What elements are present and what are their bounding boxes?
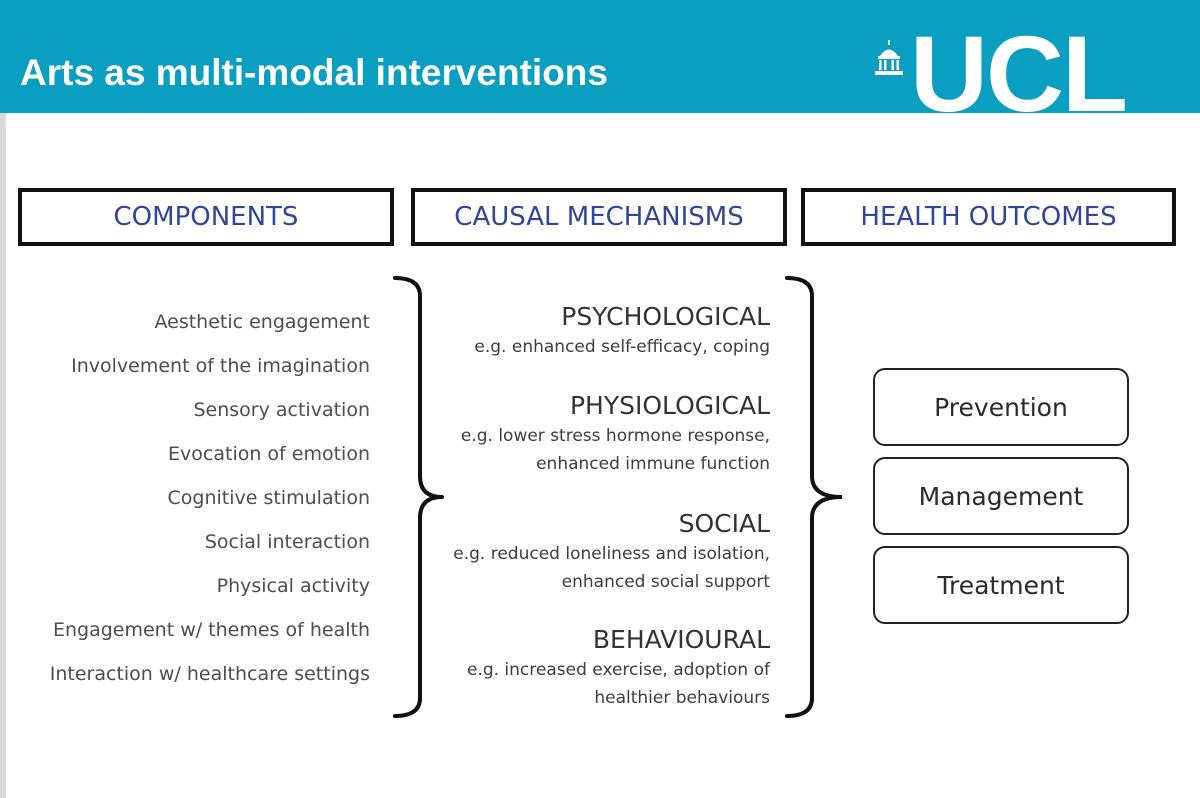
ucl-logo: UCL: [868, 20, 1148, 128]
dome-icon: [875, 40, 903, 75]
mechanism-psychological: PSYCHOLOGICAL e.g. enhanced self-efficac…: [420, 301, 770, 361]
slide-title: Arts as multi-modal interventions: [20, 52, 608, 93]
outcome-prevention: Prevention: [873, 368, 1129, 446]
mechanism-social: SOCIAL e.g. reduced loneliness and isola…: [420, 508, 770, 596]
mechanism-description: enhanced social support: [561, 572, 770, 592]
component-item: Interaction w/ healthcare settings: [49, 663, 370, 685]
left-brace: [393, 276, 444, 718]
component-item: Evocation of emotion: [168, 443, 370, 465]
component-item: Social interaction: [204, 531, 370, 553]
mechanism-title: PHYSIOLOGICAL: [569, 391, 770, 420]
components-list: Aesthetic engagement Involvement of the …: [20, 300, 370, 696]
mechanism-description: e.g. enhanced self-efficacy, coping: [474, 337, 770, 357]
component-item: Cognitive stimulation: [167, 487, 370, 509]
causal-mechanisms-header: CAUSAL MECHANISMS: [411, 188, 787, 246]
mechanism-description: enhanced immune function: [536, 454, 770, 474]
component-item: Sensory activation: [193, 399, 370, 421]
slide-edge: [0, 0, 6, 798]
mechanism-description: e.g. reduced loneliness and isolation,: [453, 544, 770, 564]
component-item: Engagement w/ themes of health: [52, 619, 370, 641]
mechanism-title: BEHAVIOURAL: [592, 625, 770, 654]
mechanism-behavioural: BEHAVIOURAL e.g. increased exercise, ado…: [420, 624, 770, 712]
component-item: Physical activity: [216, 575, 370, 597]
mechanism-description: e.g. lower stress hormone response,: [460, 426, 770, 446]
mechanism-description: e.g. increased exercise, adoption of: [466, 660, 770, 680]
outcome-treatment: Treatment: [873, 546, 1129, 624]
mechanism-description: healthier behaviours: [594, 688, 770, 708]
component-item: Aesthetic engagement: [154, 311, 370, 333]
mechanism-title: SOCIAL: [678, 509, 770, 538]
outcome-management: Management: [873, 457, 1129, 535]
right-brace: [785, 276, 842, 718]
logo-text: UCL: [910, 13, 1128, 134]
component-item: Involvement of the imagination: [71, 355, 370, 377]
title-banner: Arts as multi-modal interventions UCL: [0, 0, 1200, 128]
mechanism-physiological: PHYSIOLOGICAL e.g. lower stress hormone …: [420, 390, 770, 478]
components-header: COMPONENTS: [18, 188, 394, 246]
health-outcomes-header: HEALTH OUTCOMES: [801, 188, 1176, 246]
mechanism-title: PSYCHOLOGICAL: [561, 302, 770, 331]
